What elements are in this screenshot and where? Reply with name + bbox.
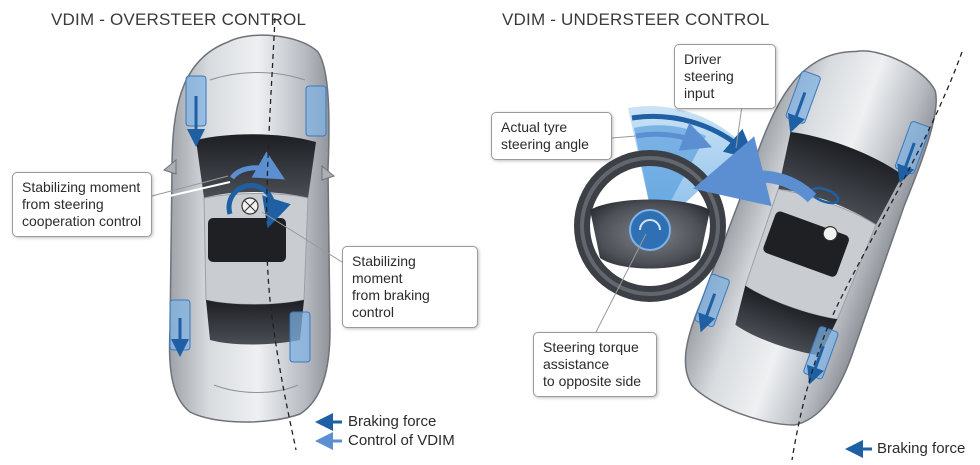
legend-braking-force-right: Braking force — [877, 440, 966, 457]
control-transfer-arrow-icon — [693, 136, 817, 207]
front-right-wheel-highlight — [305, 85, 327, 137]
callout-steering-torque-assistance: Steering torque assistance to opposite s… — [533, 332, 657, 397]
legend-vdim-control: Control of VDIM — [348, 432, 455, 449]
understeer-title: VDIM - UNDERSTEER CONTROL — [502, 10, 770, 29]
oversteer-trajectory-line — [265, 17, 297, 451]
callout-steering-cooperation: Stabilizing moment from steering coopera… — [12, 172, 152, 237]
oversteer-car — [162, 34, 336, 423]
understeer-car — [684, 50, 937, 426]
callout-braking-control: Stabilizing moment from braking control — [342, 246, 478, 328]
understeer-trajectory-line — [791, 51, 963, 461]
rear-right-wheel-highlight — [289, 311, 311, 363]
legend-braking-force: Braking force — [348, 413, 437, 430]
oversteer-title: VDIM - OVERSTEER CONTROL — [51, 10, 307, 29]
callout-actual-tyre-steering-angle: Actual tyre steering angle — [491, 112, 612, 160]
callout-driver-steering-input: Driver steering input — [674, 44, 776, 109]
steering-moment-arrow-icon — [229, 151, 286, 180]
braking-moment-arrow-icon — [226, 182, 291, 229]
